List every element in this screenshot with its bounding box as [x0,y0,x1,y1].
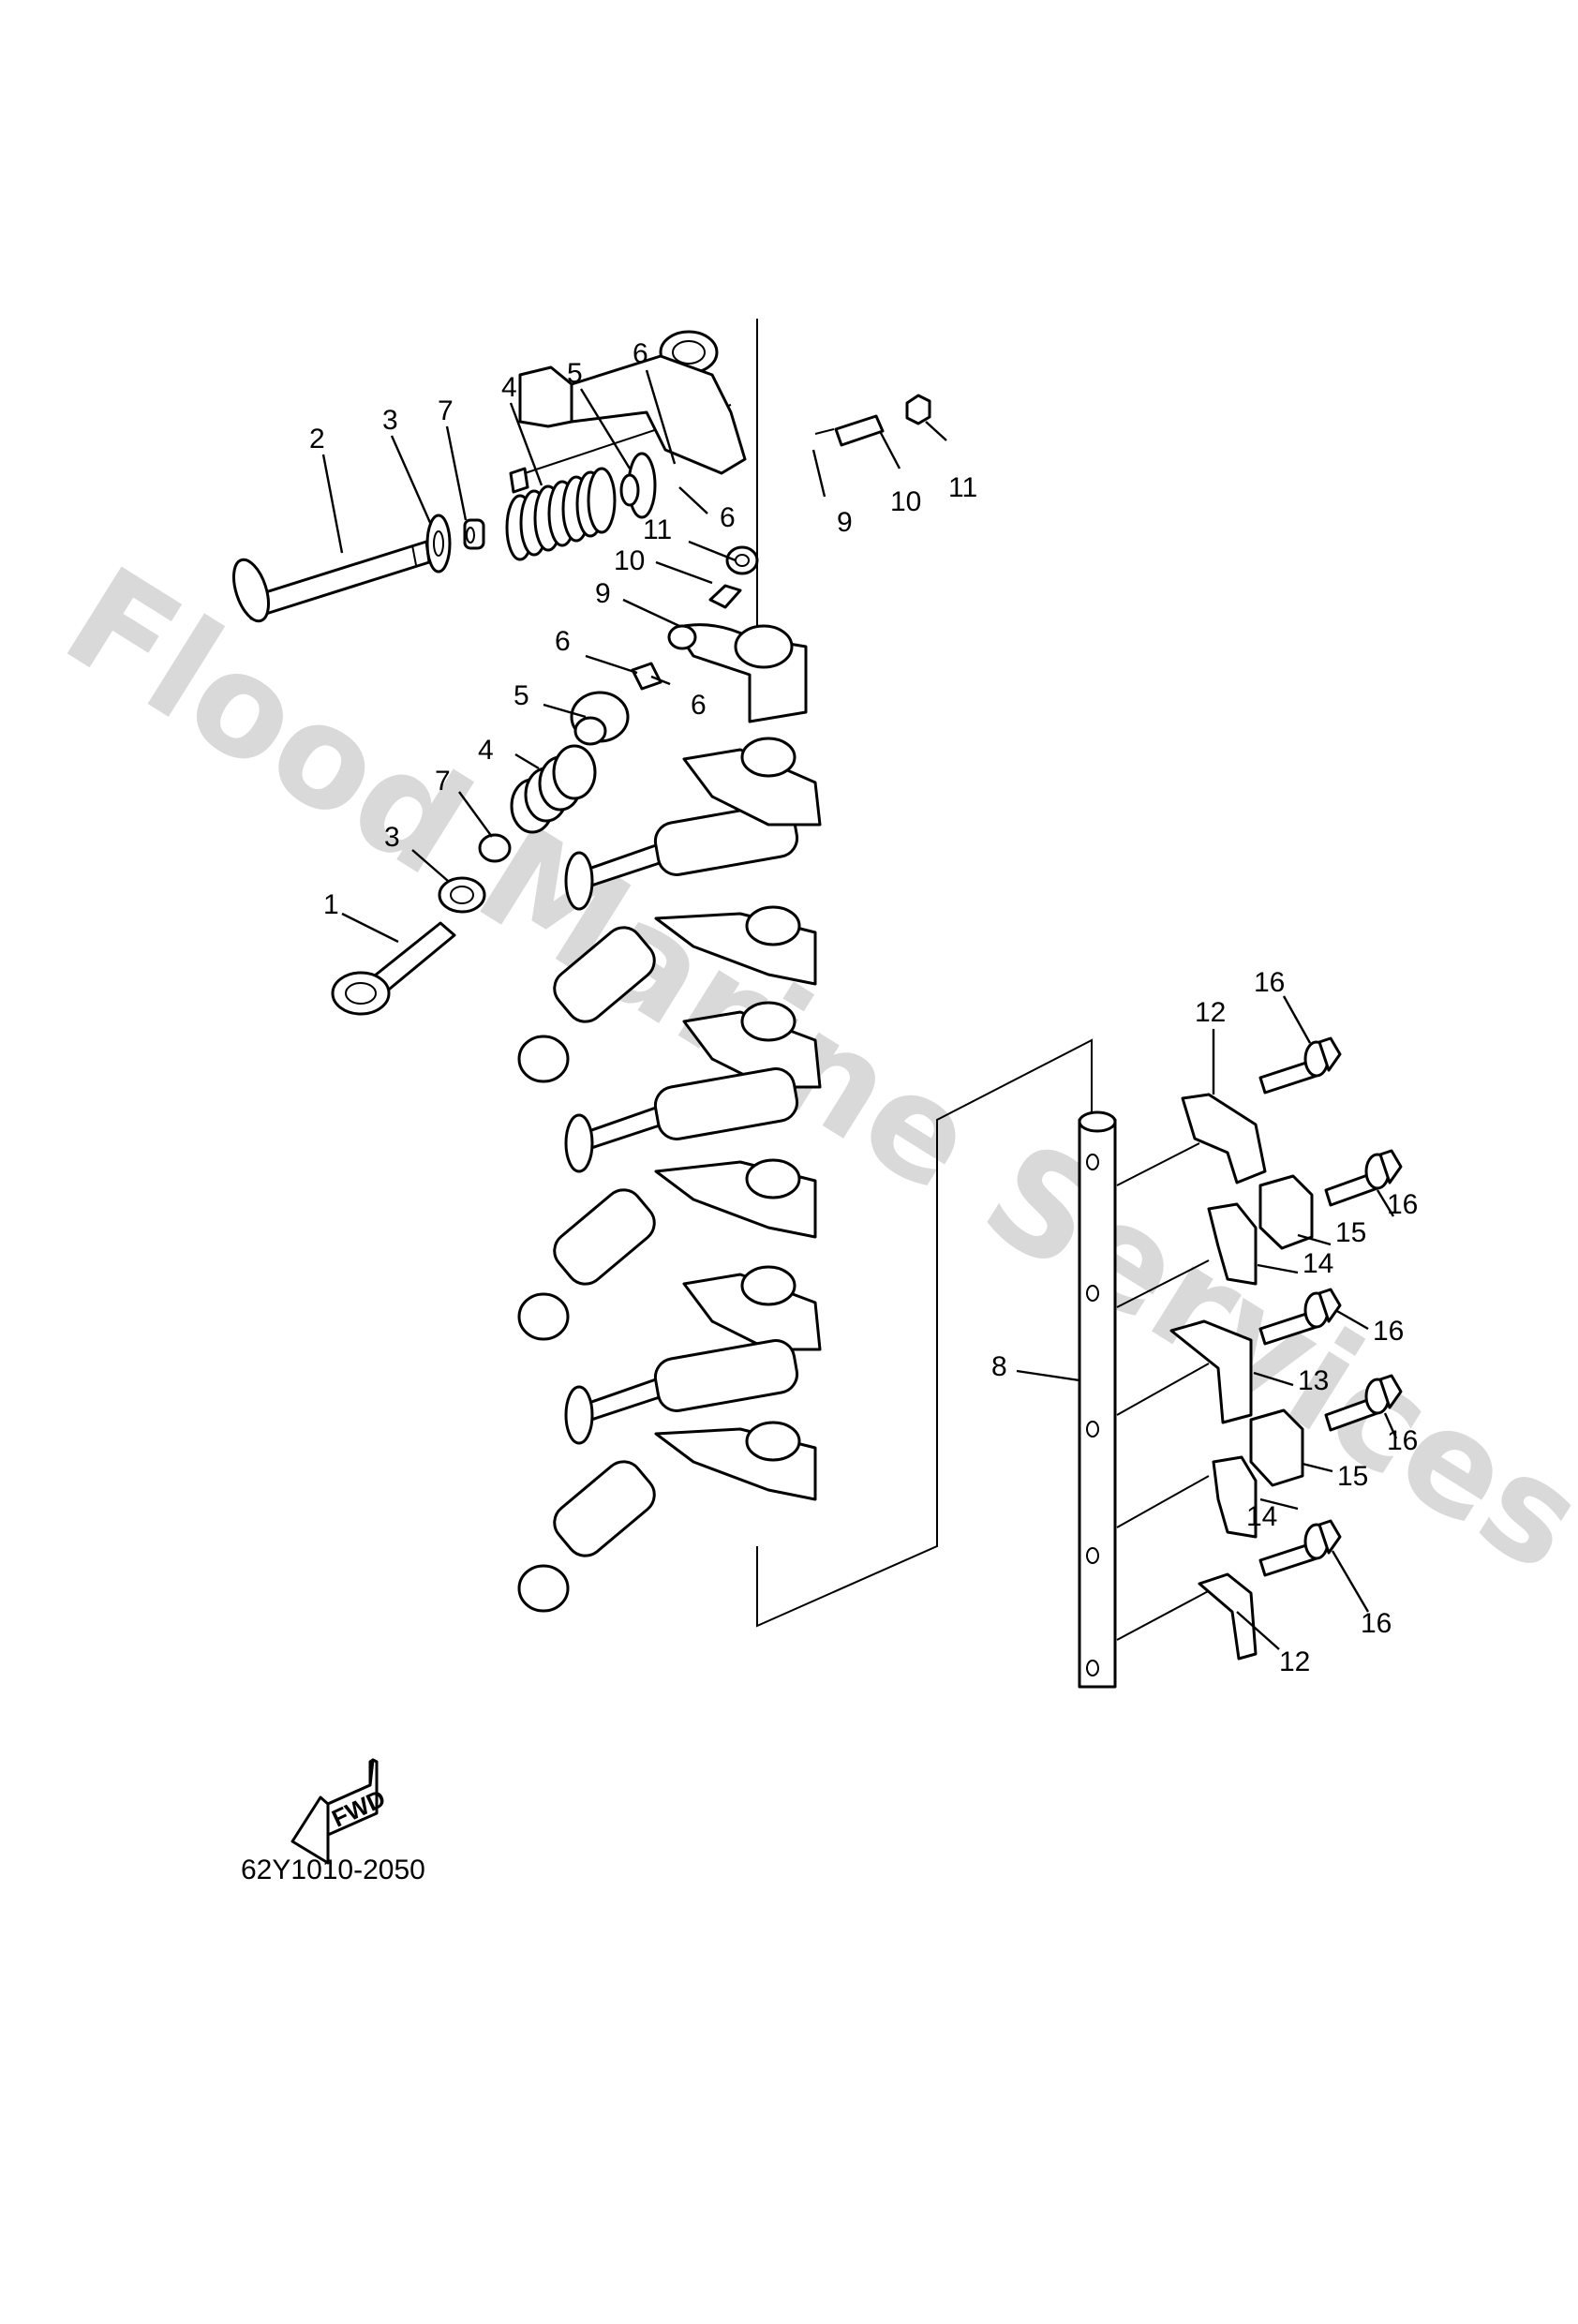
exhaust-valve [232,540,431,623]
callout-15: 15 [1337,1461,1368,1492]
holder-13 [1169,1319,1253,1424]
callout-6: 6 [720,502,736,533]
spring-seat [425,514,452,574]
callout-10: 10 [890,486,921,517]
callout-4: 4 [501,372,517,403]
bolt [1324,1149,1403,1207]
rocker-arm-shaft [1078,1110,1214,1689]
callout-16: 16 [1373,1316,1404,1347]
valve-spring [505,467,617,561]
callout-6: 6 [691,690,707,721]
callout-4: 4 [478,735,494,766]
callout-7: 7 [435,766,451,797]
callout-2: 2 [309,424,325,454]
callout-9: 9 [837,507,853,538]
callout-12: 12 [1195,997,1226,1028]
callout-6: 6 [555,626,571,657]
shaft-holders [1169,1093,1314,1661]
callout-12: 12 [1279,1646,1310,1677]
valve-cotter [509,467,529,494]
leader-lines [321,369,1398,1650]
callout-3: 3 [384,822,400,853]
callout-8: 8 [991,1351,1007,1382]
bolt [1258,1288,1342,1346]
holder-plate-bottom [1249,1408,1304,1487]
spring-retainer [619,452,657,519]
holder-12-bottom [1198,1572,1258,1661]
callout-16: 16 [1387,1189,1418,1220]
callout-15: 15 [1335,1217,1366,1248]
callout-14: 14 [1246,1501,1277,1532]
assembled-valve-sets [517,737,1093,1628]
callout-11: 11 [948,472,977,503]
callout-16: 16 [1254,967,1285,998]
nut [905,394,931,425]
exhaust-valve-set [232,319,931,637]
callout-11: 11 [643,514,672,545]
callout-5: 5 [567,358,583,389]
holder-14-top [1207,1202,1258,1286]
callouts: 2 3 7 4 5 6 6 9 10 11 11 10 9 6 6 5 4 7 … [309,338,1418,1677]
intake-valve-set [331,691,630,1016]
bolt [1324,1374,1403,1432]
holder-plate-top [1258,1174,1314,1250]
rocker-arm-small-parts [631,545,808,723]
bolt [1258,1036,1342,1095]
rocker-arm [518,330,747,475]
fwd-arrow-icon: FWD [290,1758,390,1865]
callout-10: 10 [614,545,645,576]
callout-9: 9 [595,578,611,609]
stem-seal [463,518,485,550]
callout-5: 5 [514,680,529,711]
callout-6: 6 [633,338,648,369]
holder-14-bottom [1212,1455,1258,1539]
callout-14: 14 [1303,1248,1333,1279]
callout-7: 7 [438,395,454,426]
adjusting-screw [834,414,885,447]
holder-12-top [1181,1093,1267,1184]
diagram-code: 62Y1010-2050 [241,1855,425,1885]
bolt [1258,1519,1342,1577]
callout-16: 16 [1387,1425,1418,1456]
callout-1: 1 [323,889,339,920]
callout-3: 3 [382,405,398,436]
callout-16: 16 [1361,1608,1392,1639]
flange-bolts [1258,1036,1403,1577]
callout-13: 13 [1298,1365,1329,1396]
